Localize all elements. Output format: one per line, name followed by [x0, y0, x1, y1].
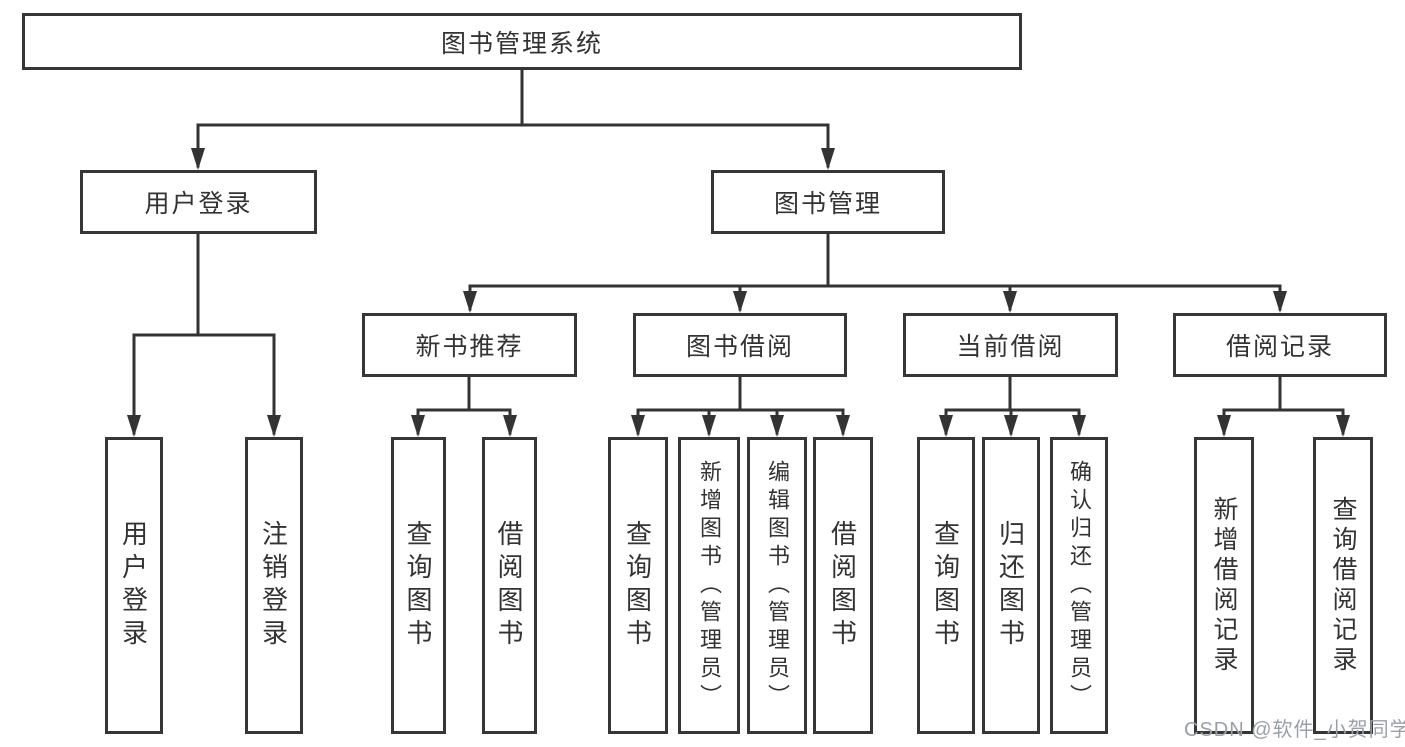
node-book-borrowing: 图书借阅	[633, 313, 847, 377]
arrowhead	[1004, 415, 1018, 437]
connector-records-to-children	[1222, 375, 1345, 435]
arrowhead	[1003, 291, 1017, 313]
arrowhead	[127, 415, 141, 437]
arrowhead	[267, 415, 281, 437]
leaf-logout: 注销登录	[245, 437, 303, 734]
arrowhead	[821, 148, 835, 170]
leaf-current-confirm-return-admin: 确认归还（管理员）	[1050, 437, 1108, 734]
csdn-watermark: CSDN @软件_小贺同学	[1184, 719, 1405, 741]
connector-management-to-level3	[468, 232, 1282, 311]
connector-newbook-to-children	[416, 375, 512, 435]
node-root: 图书管理系统	[22, 13, 1022, 70]
leaf-borrow-borrow-book: 借阅图书	[813, 437, 873, 734]
arrowhead	[411, 415, 425, 437]
arrowhead	[836, 415, 850, 437]
connector-login-to-children	[132, 232, 276, 435]
node-borrowing-records: 借阅记录	[1173, 313, 1387, 377]
arrowhead	[631, 415, 645, 437]
node-current-borrowing: 当前借阅	[903, 313, 1118, 377]
leaf-borrow-edit-book-admin: 编辑图书（管理员）	[747, 437, 807, 734]
arrowhead	[191, 148, 205, 170]
leaf-borrow-add-book-admin: 新增图书（管理员）	[678, 437, 740, 734]
arrowhead	[463, 291, 477, 313]
arrowhead	[702, 415, 716, 437]
leaf-records-query-record: 查询借阅记录	[1313, 437, 1373, 734]
node-new-book-recommendation: 新书推荐	[362, 313, 577, 377]
leaf-current-query-book: 查询图书	[917, 437, 975, 734]
leaf-records-add-record: 新增借阅记录	[1194, 437, 1254, 734]
connector-root-to-level2	[196, 68, 830, 168]
arrowhead	[770, 415, 784, 437]
leaf-borrow-query-book: 查询图书	[608, 437, 668, 734]
connector-borrow-to-children	[636, 375, 845, 435]
arrowhead	[503, 415, 517, 437]
leaf-current-return-book: 归还图书	[982, 437, 1040, 734]
arrowhead	[1336, 415, 1350, 437]
node-user-login: 用户登录	[80, 170, 317, 234]
node-book-management: 图书管理	[711, 170, 945, 234]
arrowhead	[1217, 415, 1231, 437]
arrowhead	[1273, 291, 1287, 313]
arrowhead	[733, 291, 747, 313]
leaf-newbook-query-book: 查询图书	[391, 437, 446, 734]
leaf-user-login: 用户登录	[105, 437, 163, 734]
arrowhead	[1072, 415, 1086, 437]
leaf-newbook-borrow-book: 借阅图书	[482, 437, 537, 734]
arrowhead	[939, 415, 953, 437]
